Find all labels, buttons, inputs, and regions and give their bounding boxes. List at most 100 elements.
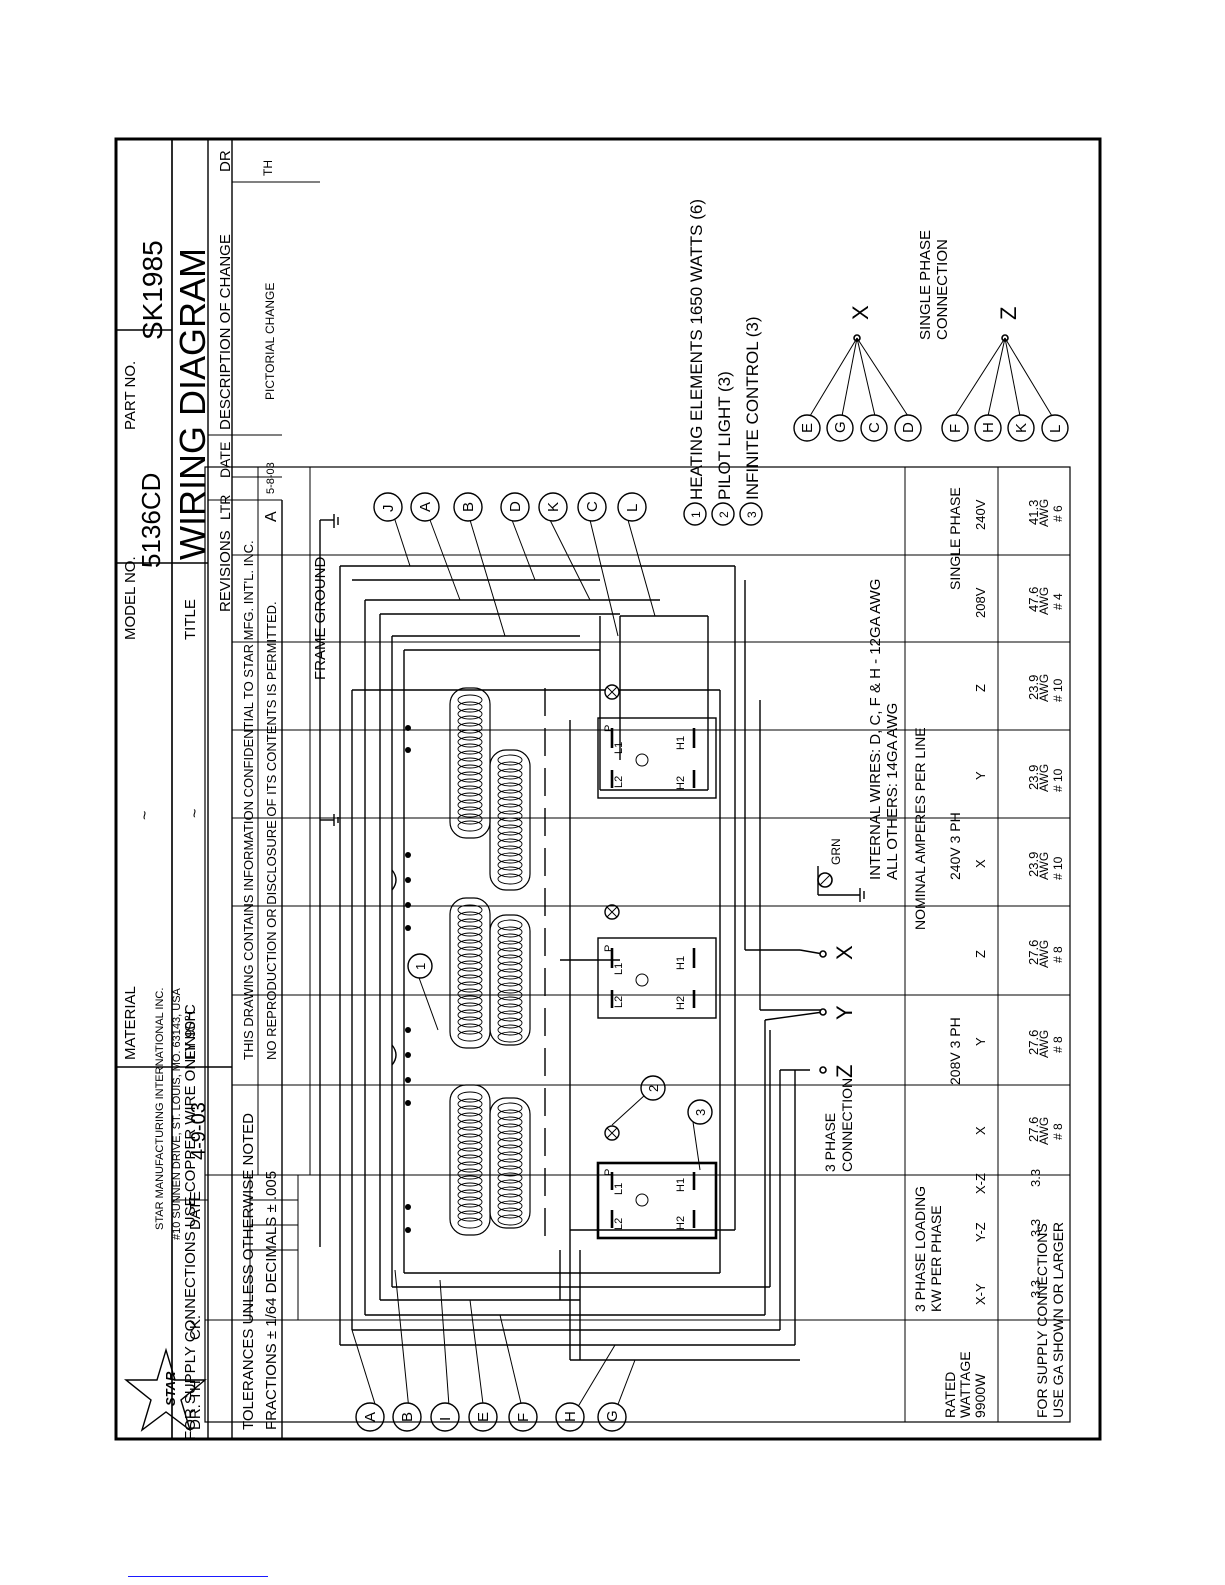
coil-loop [497, 859, 523, 871]
coil-loop [497, 1172, 523, 1184]
terminal-y: Y [832, 1005, 857, 1020]
coil-loop [457, 995, 483, 1007]
coil-loop [457, 1030, 483, 1042]
svg-text:G: G [832, 421, 849, 433]
coil-loop [497, 968, 523, 980]
footer-link-underline[interactable] [128, 1576, 268, 1577]
coil-loop [457, 1009, 483, 1021]
coil-loop [457, 820, 483, 832]
svg-text:C: C [584, 501, 601, 512]
coil-loop [497, 754, 523, 766]
internal-wiring [339, 565, 824, 1361]
coil-loop [497, 1200, 523, 1212]
svg-text:E: E [475, 1412, 492, 1422]
coil-loop [457, 743, 483, 755]
group-single: SINGLE PHASE [947, 487, 963, 590]
svg-text:STAR: STAR [163, 1371, 178, 1406]
svg-text:# 6: # 6 [1051, 505, 1065, 522]
coil-loop [457, 1016, 483, 1028]
coil-loop [457, 988, 483, 1000]
revision-dr: TH [261, 160, 275, 176]
coil-loop [457, 1175, 483, 1187]
coil-loop [497, 989, 523, 1001]
wattage-label: WATTAGE [957, 1351, 973, 1418]
revision-letter: A [263, 511, 280, 522]
coil-loop [457, 764, 483, 776]
svg-text:L: L [624, 504, 641, 512]
coil-loop [497, 1123, 523, 1135]
coil-loop [457, 736, 483, 748]
svg-text:F: F [947, 424, 964, 433]
confidential-line-2: NO REPRODUCTION OR DISCLOSURE OF ITS CON… [264, 601, 279, 1060]
coil-loop [457, 757, 483, 769]
coil-loop [457, 918, 483, 930]
coil-loop [497, 926, 523, 938]
terminal-z: Z [832, 1065, 857, 1078]
coil-loop [457, 1189, 483, 1201]
fractions: FRACTIONS ± 1/64 DECIMALS ± .005 [263, 1171, 280, 1430]
coil-loop [457, 1112, 483, 1124]
three-phase-terminals: X Y Z 3 PHASE CONNECTION [819, 945, 857, 1172]
coil-loop [497, 1144, 523, 1156]
revisions-label: REVISIONS [217, 530, 234, 612]
numbered-callouts: 1 2 3 [407, 953, 713, 1171]
coil-loop [457, 974, 483, 986]
svg-text:P: P [603, 1169, 615, 1176]
svg-text:AWG: AWG [1037, 940, 1051, 968]
svg-text:# 8: # 8 [1051, 1036, 1065, 1053]
coil-loop [457, 1217, 483, 1229]
svg-text:L1: L1 [613, 742, 625, 754]
single-phase-label-2: CONNECTION [934, 239, 951, 340]
coil-loop [457, 792, 483, 804]
ck-label: CK. [187, 1315, 204, 1340]
svg-text:B: B [460, 502, 477, 512]
coil-loop [457, 708, 483, 720]
confidential-line-1: THIS DRAWING CONTAINS INFORMATION CONFID… [241, 540, 256, 1060]
svg-text:1: 1 [413, 963, 428, 970]
coil-loop [497, 1158, 523, 1170]
svg-text:23.9: 23.9 [1026, 765, 1041, 790]
terminal-x: X [832, 945, 857, 960]
table-text: RATED WATTAGE 9900W 3 PHASE LOADING KW P… [912, 487, 1066, 1418]
svg-text:# 8: # 8 [1051, 946, 1065, 963]
coil-loop [457, 960, 483, 972]
heating-elements [449, 687, 546, 1247]
coil-loop [457, 1023, 483, 1035]
company-name: STAR MANUFACTURING INTERNATIONAL INC. [154, 988, 166, 1230]
svg-text:# 10: # 10 [1051, 856, 1065, 880]
svg-text:Z: Z [996, 307, 1021, 320]
description-label: DESCRIPTION OF CHANGE [217, 234, 234, 430]
internal-wires-note: INTERNAL WIRES: D, C, F & H - 12GA AWG [867, 579, 884, 880]
ground-terminal: GRN [817, 838, 865, 902]
coil-loop [457, 1091, 483, 1103]
dr-column-label: DR [217, 150, 234, 172]
svg-text:H1: H1 [675, 1178, 687, 1192]
svg-text:3: 3 [745, 511, 759, 518]
right-wire-labels [394, 519, 656, 637]
coil-loop [457, 1168, 483, 1180]
model-no-label: MODEL NO. [122, 556, 139, 640]
svg-text:P: P [603, 945, 615, 952]
svg-text:H1: H1 [675, 736, 687, 750]
svg-text:# 10: # 10 [1051, 678, 1065, 702]
coil-loop [497, 954, 523, 966]
coil-loop [497, 1130, 523, 1142]
coil-loop [497, 1024, 523, 1036]
coil-loop [497, 1017, 523, 1029]
svg-text:L2: L2 [613, 996, 625, 1008]
star-logo: STAR [124, 1347, 207, 1432]
coil-loop [457, 1203, 483, 1215]
svg-text:F: F [515, 1413, 532, 1422]
coil-loop [457, 1210, 483, 1222]
coil-loop [457, 1161, 483, 1173]
svg-text:AWG: AWG [1037, 852, 1051, 880]
svg-text:Y-Z: Y-Z [973, 1222, 988, 1242]
footer-note-2: USE GA SHOWN OR LARGER [1050, 1222, 1066, 1418]
svg-text:27.6: 27.6 [1026, 1030, 1041, 1055]
svg-text:J: J [380, 505, 397, 513]
svg-text:AWG: AWG [1037, 587, 1051, 615]
loading-label-2: KW PER PHASE [928, 1205, 944, 1312]
svg-text:X-Z: X-Z [973, 1173, 988, 1194]
coil-loop [457, 813, 483, 825]
coil-loop [497, 782, 523, 794]
